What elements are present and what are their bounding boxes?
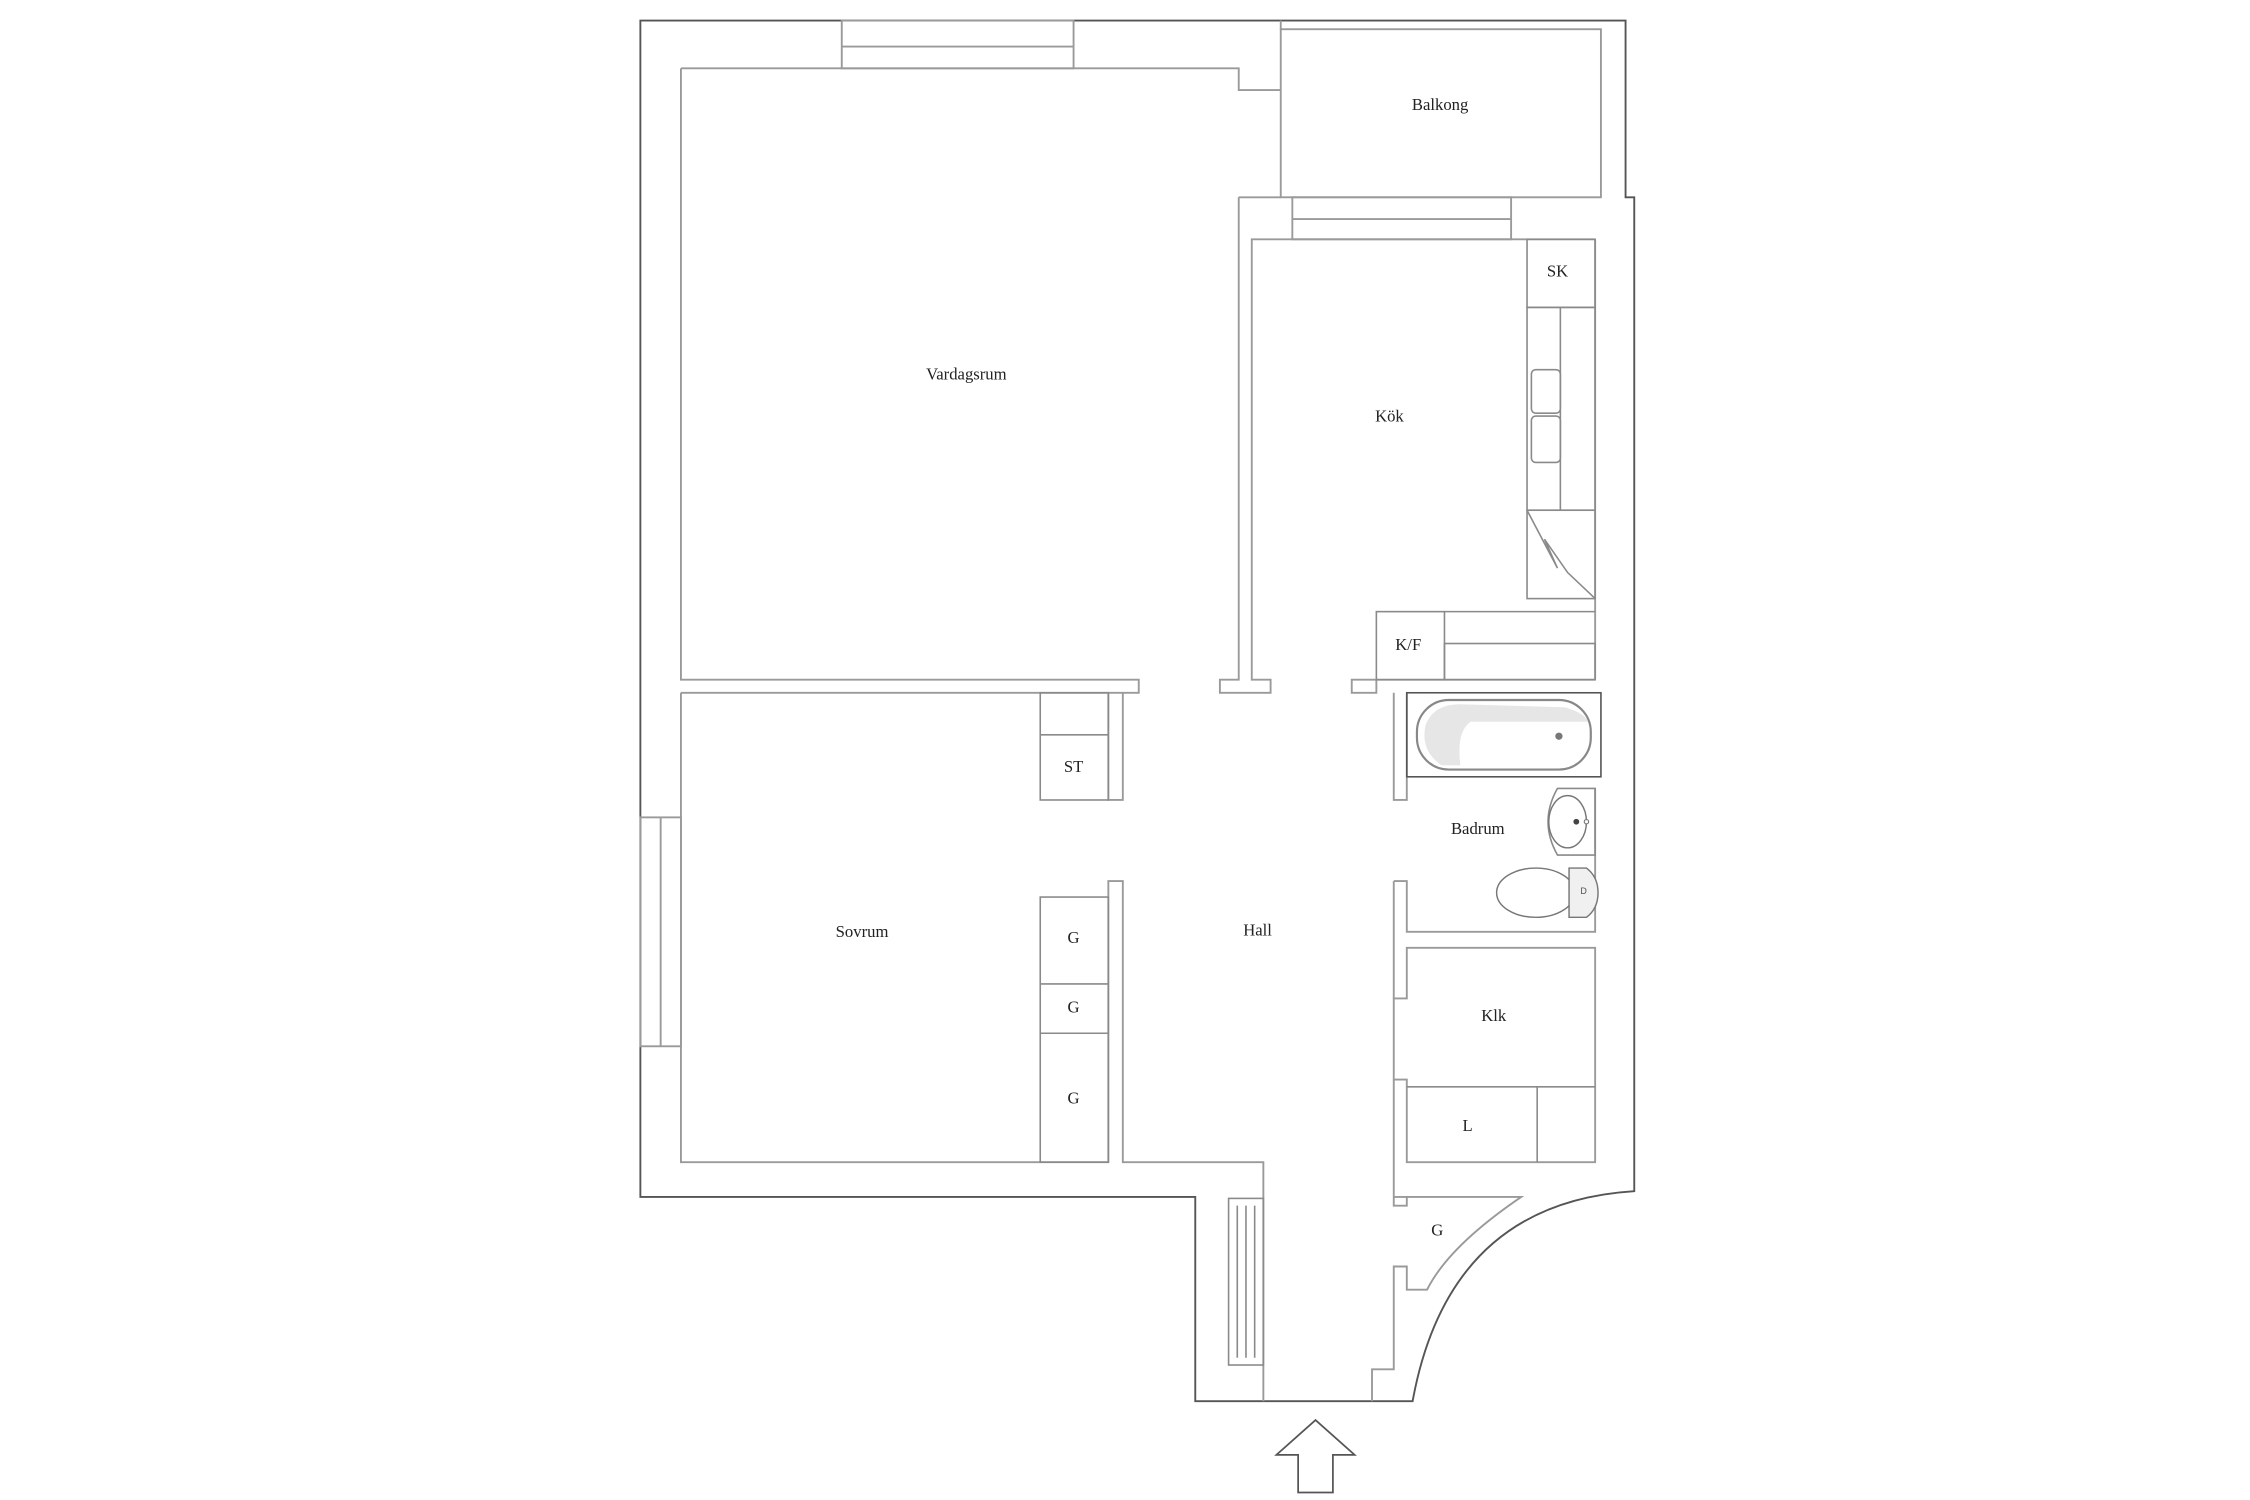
room-label-bathroom: Badrum <box>1451 819 1505 838</box>
radiator <box>1227 1197 1265 1366</box>
fixture-label-wardrobe-3: G <box>1068 1089 1080 1108</box>
svg-text:D: D <box>1580 887 1587 897</box>
room-label-living-room: Vardagsrum <box>926 364 1007 383</box>
closet-fixtures <box>1227 1086 1596 1366</box>
window-living-top <box>840 19 1075 70</box>
room-label-balcony: Balkong <box>1412 95 1469 114</box>
arrow-up-icon <box>1274 1418 1357 1494</box>
stove <box>1526 509 1596 600</box>
room-label-walk-in-closet: Klk <box>1481 1006 1507 1025</box>
kitchen-fixtures <box>1375 238 1596 681</box>
fixture-label-fridge-freezer: K/F <box>1395 635 1421 654</box>
fixture-label-storage: ST <box>1064 757 1083 776</box>
bedroom-fixtures <box>1039 691 1110 1163</box>
outer-walls <box>639 19 1636 1403</box>
room-label-kitchen: Kök <box>1375 406 1404 425</box>
toilet <box>1495 867 1576 919</box>
bathtub <box>1405 691 1602 778</box>
drain-icon <box>1555 732 1563 740</box>
room-label-bedroom: Sovrum <box>836 922 889 941</box>
sink-basin-1 <box>1530 368 1562 414</box>
room-label-hall: Hall <box>1243 921 1272 940</box>
fixture-label-wardrobe-1: G <box>1068 928 1080 947</box>
fixture-label-hall-wardrobe: G <box>1431 1221 1443 1240</box>
sink <box>1547 787 1596 856</box>
fixture-label-broom-closet: SK <box>1547 261 1568 280</box>
sink-basin-2 <box>1530 415 1562 464</box>
storage-closet <box>1039 691 1110 801</box>
stove-zigzag-icon <box>1526 509 1596 600</box>
wardrobes <box>1039 896 1110 1163</box>
fixture-label-wardrobe-2: G <box>1068 997 1080 1016</box>
fixture-label-linen: L <box>1463 1116 1473 1135</box>
bathroom-fixtures: D <box>1405 691 1602 919</box>
